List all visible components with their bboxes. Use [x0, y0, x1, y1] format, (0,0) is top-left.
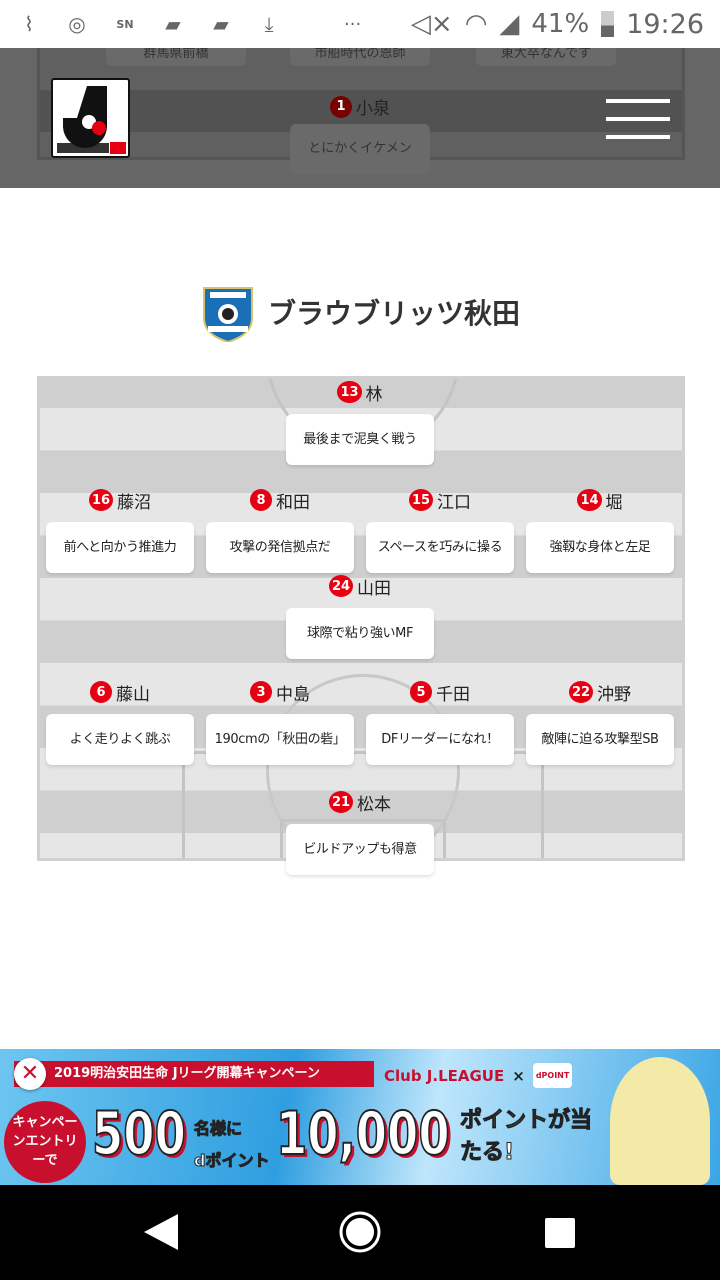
player-comment: DFリーダーになれ！: [366, 714, 514, 765]
club-jleague-brand: Club J.LEAGUE: [384, 1066, 505, 1085]
files-icon: ▰: [165, 12, 181, 36]
player-number: 15: [408, 489, 434, 511]
player-number: 5: [410, 681, 432, 703]
dpoint-logo: dPOINT: [532, 1063, 573, 1088]
more-notifications: ···: [344, 13, 362, 35]
penalty-box: [182, 751, 544, 858]
player-comment: 190cmの「秋田の砦」: [206, 714, 354, 765]
battery-level: 41%: [531, 9, 590, 39]
mute-icon: ◁×: [410, 9, 453, 39]
previous-field-faded: [37, 48, 685, 160]
ghost-comment: 群馬県前橋: [106, 48, 246, 66]
player-comment: よく走りよく跳ぶ: [46, 714, 194, 765]
mascot-image: [610, 1057, 710, 1185]
player-name: 松本: [357, 794, 392, 815]
player-comment: スペースを巧みに操る: [366, 522, 514, 573]
goal-area: [280, 819, 446, 858]
entry-badge: キャンペーンエントリーで: [4, 1101, 86, 1183]
menu-button[interactable]: [606, 99, 670, 139]
banner-title: 2019明治安田生命 Jリーグ開幕キャンペーン: [14, 1061, 374, 1087]
player-number: 8: [250, 489, 272, 511]
player-name: 中島: [276, 684, 310, 705]
player-name: 藤沼: [117, 492, 152, 513]
penalty-arc: [266, 674, 460, 858]
player-name: 江口: [437, 492, 472, 513]
files-icon-2: ▰: [213, 12, 229, 36]
ghost-comment: とにかくイケメン: [290, 124, 430, 174]
player-name: 林: [365, 384, 383, 405]
clock: 19:26: [626, 8, 704, 40]
wifi-icon: ◠: [464, 9, 488, 39]
team-name: ブラウブリッツ秋田: [267, 297, 520, 330]
android-nav-bar: [0, 1185, 720, 1280]
recents-icon[interactable]: [545, 1218, 575, 1248]
sports-app-icon: SN: [116, 17, 134, 31]
player-number: 21: [328, 791, 354, 813]
status-bar: ⌇ ◎ SN ▰ ▰ ⤓ ··· ◁× ◠ ◢ 41% 19:26: [0, 0, 720, 48]
ghost-player: 1 小泉: [330, 94, 390, 119]
points-amount: 10,000: [275, 1098, 450, 1170]
back-icon[interactable]: [140, 1212, 180, 1252]
cleaner-circle-icon: ◎: [68, 12, 86, 36]
site-header: 群馬県前橋 市船時代の恩師 東大卒なんです 1 小泉 とにかくイケメン: [0, 48, 720, 188]
player-number: 16: [88, 489, 114, 511]
campaign-banner[interactable]: 2019明治安田生命 Jリーグ開幕キャンペーン ✕ Club J.LEAGUE …: [0, 1049, 720, 1185]
player-number: 14: [577, 489, 602, 511]
player-comment: 敵陣に迫る攻撃型SB: [526, 714, 674, 765]
ghost-comment: 市船時代の恩師: [290, 48, 430, 66]
team-heading: ブラウブリッツ秋田: [0, 282, 720, 342]
winner-count: 500: [91, 1098, 186, 1170]
close-banner-icon[interactable]: ✕: [14, 1058, 46, 1090]
player-comment: 攻撃の発信拠点だ: [206, 522, 354, 573]
home-icon[interactable]: [338, 1210, 382, 1254]
player-comment: 強靱な身体と左足: [526, 522, 674, 573]
player-number: 3: [250, 681, 272, 703]
player-name: 沖野: [597, 684, 632, 705]
player-number: 22: [568, 681, 594, 703]
player-comment: 前へと向かう推進力: [46, 522, 194, 573]
team-emblem-icon: [202, 287, 253, 342]
player-name: 堀: [605, 492, 623, 513]
player-comment: 球際で粘り強いMF: [286, 608, 434, 659]
ghost-comment: 東大卒なんです: [476, 48, 616, 66]
player-name: 和田: [276, 492, 310, 513]
player-name: 山田: [357, 578, 392, 599]
player-comment: ビルドアップも得意: [286, 824, 434, 875]
player-number: 24: [328, 575, 354, 597]
player-name: 藤山: [116, 684, 150, 705]
player-number: 6: [90, 681, 112, 703]
player-name: 千田: [436, 684, 470, 705]
battery-icon: [601, 11, 615, 37]
jleague-logo[interactable]: [51, 78, 130, 158]
signal-icon: ◢: [499, 9, 520, 39]
download-icon: ⤓: [264, 12, 274, 36]
player-comment: 最後まで泥臭く戦う: [286, 414, 434, 465]
cleaner-icon: ⌇: [24, 12, 34, 36]
player-number: 13: [337, 381, 362, 403]
